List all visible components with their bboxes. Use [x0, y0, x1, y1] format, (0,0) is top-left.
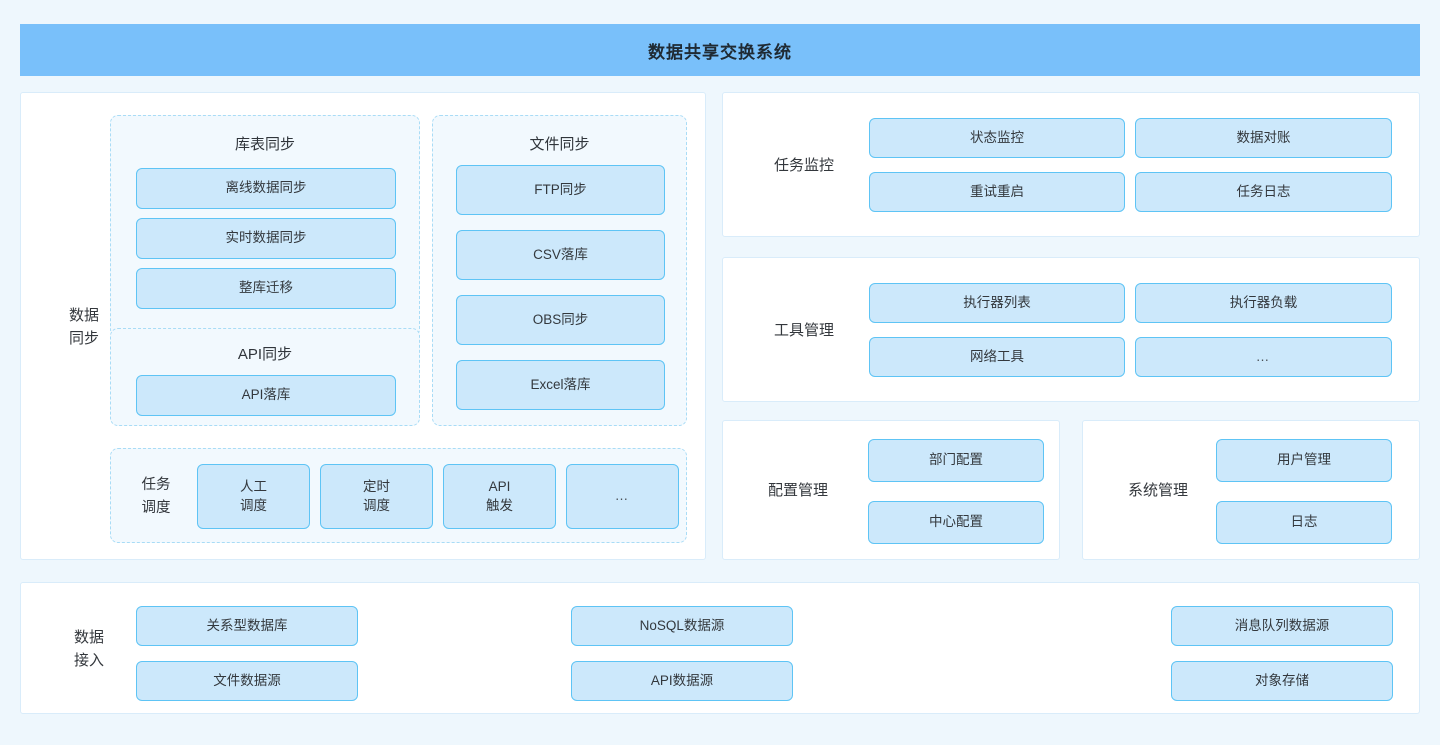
card-executor-load[interactable]: 执行器负载	[1135, 283, 1392, 323]
card-network-tool[interactable]: 网络工具	[869, 337, 1125, 377]
task-monitor-panel: 任务监控 状态监控 数据对账 重试重启 任务日志	[722, 92, 1420, 237]
card-ftp-sync[interactable]: FTP同步	[456, 165, 665, 215]
group-title-api-sync: API同步	[237, 346, 293, 363]
card-user-manage[interactable]: 用户管理	[1216, 439, 1392, 482]
task-schedule-label: 任务 调度	[141, 477, 171, 516]
card-center-config[interactable]: 中心配置	[868, 501, 1044, 544]
card-api-datasource[interactable]: API数据源	[571, 661, 793, 701]
card-relational-database[interactable]: 关系型数据库	[136, 606, 358, 646]
system-manage-label: 系统管理	[1127, 482, 1188, 500]
group-title-db-table-sync: 库表同步	[234, 136, 295, 153]
card-api-landing[interactable]: API落库	[136, 375, 396, 416]
data-access-panel: 数据 接入 关系型数据库 文件数据源 NoSQL数据源 API数据源 消息队列数…	[20, 582, 1420, 714]
card-offline-data-sync[interactable]: 离线数据同步	[136, 168, 396, 209]
card-status-monitor[interactable]: 状态监控	[869, 118, 1125, 158]
card-api-trigger[interactable]: API 触发	[443, 464, 556, 529]
card-tool-more[interactable]: …	[1135, 337, 1392, 377]
card-schedule-more[interactable]: …	[566, 464, 679, 529]
system-header: 数据共享交换系统	[20, 24, 1420, 76]
card-obs-sync[interactable]: OBS同步	[456, 295, 665, 345]
card-manual-schedule[interactable]: 人工 调度	[197, 464, 310, 529]
card-mq-datasource[interactable]: 消息队列数据源	[1171, 606, 1393, 646]
card-object-storage[interactable]: 对象存储	[1171, 661, 1393, 701]
tool-manage-panel: 工具管理 执行器列表 执行器负载 网络工具 …	[722, 257, 1420, 402]
data-access-label: 数据 接入	[73, 628, 104, 669]
card-log[interactable]: 日志	[1216, 501, 1392, 544]
card-retry-restart[interactable]: 重试重启	[869, 172, 1125, 212]
card-department-config[interactable]: 部门配置	[868, 439, 1044, 482]
group-title-file-sync: 文件同步	[529, 136, 590, 153]
card-excel-landing[interactable]: Excel落库	[456, 360, 665, 410]
group-file-sync: 文件同步 FTP同步 CSV落库 OBS同步 Excel落库	[432, 115, 687, 426]
page-title: 数据共享交换系统	[648, 42, 792, 62]
card-executor-list[interactable]: 执行器列表	[869, 283, 1125, 323]
config-manage-panel: 配置管理 部门配置 中心配置	[722, 420, 1060, 560]
data-sync-label: 数据 同步	[68, 306, 99, 347]
card-data-reconciliation[interactable]: 数据对账	[1135, 118, 1392, 158]
data-sync-panel: 数据 同步 库表同步 离线数据同步 实时数据同步 整库迁移 API同步 API落…	[20, 92, 706, 560]
task-monitor-label: 任务监控	[773, 156, 834, 174]
card-realtime-data-sync[interactable]: 实时数据同步	[136, 218, 396, 259]
card-file-datasource[interactable]: 文件数据源	[136, 661, 358, 701]
config-manage-label: 配置管理	[767, 482, 828, 500]
group-task-schedule: 任务 调度 人工 调度 定时 调度 API 触发 …	[110, 448, 687, 543]
group-db-table-sync: 库表同步 离线数据同步 实时数据同步 整库迁移	[110, 115, 420, 337]
group-api-sync: API同步 API落库	[110, 328, 420, 426]
card-full-db-migration[interactable]: 整库迁移	[136, 268, 396, 309]
system-manage-panel: 系统管理 用户管理 日志	[1082, 420, 1420, 560]
card-timed-schedule[interactable]: 定时 调度	[320, 464, 433, 529]
card-csv-landing[interactable]: CSV落库	[456, 230, 665, 280]
card-task-log[interactable]: 任务日志	[1135, 172, 1392, 212]
card-nosql-datasource[interactable]: NoSQL数据源	[571, 606, 793, 646]
tool-manage-label: 工具管理	[773, 321, 834, 339]
